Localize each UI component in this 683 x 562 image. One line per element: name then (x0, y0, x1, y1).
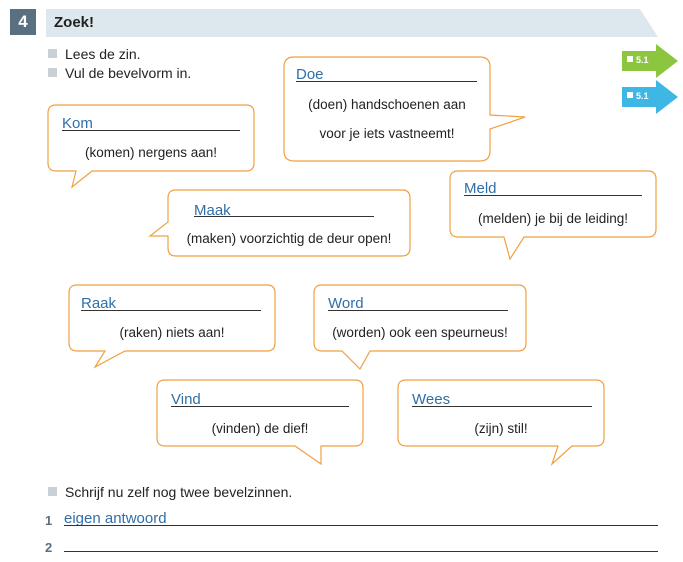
instruction-2-text: Vul de bevelvorm in. (65, 65, 192, 81)
answer-text: Doe (296, 66, 324, 83)
bubble-sentence: (zijn) stil! (474, 421, 528, 436)
answer-line[interactable] (64, 551, 658, 552)
reference-tag-green[interactable]: 5.1 (622, 44, 678, 78)
part2-instruction-text: Schrijf nu zelf nog twee bevelzinnen. (65, 484, 293, 500)
arrow-tag-blue-icon (622, 80, 678, 114)
bubble-sentence: (vinden) de dief! (211, 421, 309, 436)
speech-bubble-shape (148, 189, 411, 257)
bubble-sentence: (maken) voorzichtig de deur open! (186, 231, 392, 246)
speech-bubble: Wees (zijn) stil! (396, 379, 608, 466)
speech-bubble-shape (397, 379, 605, 466)
speech-bubble: Doe (doen) handschoenen aan voor je iets… (282, 56, 527, 162)
bubble-sentence: (melden) je bij de leiding! (477, 211, 629, 226)
bubble-sentence: (raken) niets aan! (119, 325, 225, 340)
answer-text: Kom (62, 115, 93, 132)
answer-line[interactable] (412, 406, 592, 407)
answer-line[interactable] (171, 406, 349, 407)
instruction-1-text: Lees de zin. (65, 46, 141, 62)
answer-line[interactable] (194, 216, 374, 217)
speech-bubble: Raak (raken) niets aan! (67, 284, 279, 369)
bullet-square-icon (48, 68, 57, 77)
instruction-1: Lees de zin. (48, 46, 141, 62)
answer-text: Word (328, 295, 364, 312)
row-number: 1 (45, 513, 53, 528)
answer-text: Vind (171, 391, 201, 408)
speech-bubble-shape (283, 56, 526, 162)
speech-bubble: Word (worden) ook een speurneus! (312, 284, 530, 370)
speech-bubble-shape (68, 284, 276, 369)
speech-bubble-shape (313, 284, 527, 370)
speech-bubble: Vind (vinden) de dief! (155, 379, 367, 466)
bubble-sentence: (doen) handschoenen aan (308, 97, 466, 112)
speech-bubble-shape (156, 379, 364, 466)
answer-line[interactable] (296, 81, 477, 82)
instruction-2: Vul de bevelvorm in. (48, 65, 191, 81)
row-number: 2 (45, 540, 53, 555)
arrow-tag-green-icon (622, 44, 678, 78)
bullet-square-icon (48, 487, 57, 496)
bubble-sentence: (komen) nergens aan! (84, 145, 218, 160)
answer-line[interactable] (62, 130, 240, 131)
exercise-title: Zoek! (54, 14, 95, 31)
reference-tag-blue[interactable]: 5.1 (622, 80, 678, 114)
speech-bubble: Meld (melden) je bij de leiding! (448, 170, 660, 261)
speech-bubble-shape (47, 104, 255, 189)
part2-instruction: Schrijf nu zelf nog twee bevelzinnen. (48, 484, 292, 500)
answer-line[interactable] (464, 195, 642, 196)
exercise-number: 4 (10, 9, 36, 35)
title-bar-corner (640, 9, 658, 37)
bullet-square-icon (48, 49, 57, 58)
bubble-sentence: (worden) ook een speurneus! (332, 325, 508, 340)
bubble-sentence: voor je iets vastneemt! (319, 126, 455, 141)
title-bar (46, 9, 658, 37)
reference-tag-blue-label: 5.1 (636, 91, 649, 101)
answer-line[interactable] (81, 310, 261, 311)
speech-bubble: Maak (maken) voorzichtig de deur open! (148, 189, 414, 258)
speech-bubble: Kom (komen) nergens aan! (46, 104, 256, 190)
answer-line[interactable] (328, 310, 508, 311)
reference-tag-green-label: 5.1 (636, 55, 649, 65)
answer-line[interactable] (64, 525, 658, 526)
answer-text: eigen antwoord (64, 510, 167, 527)
answer-text: Meld (464, 180, 497, 197)
answer-text: Wees (412, 391, 451, 408)
speech-bubble-shape (449, 170, 657, 261)
answer-text: Maak (194, 202, 231, 219)
answer-text: Raak (81, 295, 117, 312)
